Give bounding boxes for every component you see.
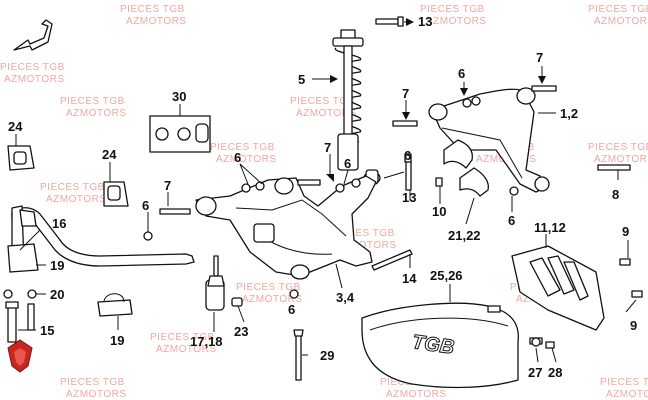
shock-top-bolt [375,16,404,27]
part-label: 11,12 [534,220,566,235]
watermark-text: AZMOTORS [426,16,486,27]
leader-lines [15,18,637,363]
skid-plate-logo: TGB [411,331,456,359]
watermark-text: AZMOTORS [336,240,396,251]
lower-a-arm [195,175,377,280]
bushing-kit [149,115,211,153]
watermark-text: PIECES TGB [420,4,485,15]
part-labels: 13 5 6 7 7 1,2 30 24 24 6 7 6 7 6 8 13 1… [8,14,637,380]
watermark-text: AZMOTORS [66,389,126,400]
stabilizer-link [205,255,225,311]
watermark-text: PIECES TGB [330,228,395,239]
part-label: 7 [402,86,409,101]
part-label: 21,22 [448,228,481,243]
part-label: 16 [52,216,66,231]
stabilizer-bushings [7,145,133,317]
part-label: 5 [298,72,305,87]
azmotors-logo-icon [7,339,33,373]
part-label: 10 [432,204,446,219]
part-label: 14 [402,271,417,286]
shock-absorber [332,29,381,185]
watermark-text: PIECES TGB [0,62,65,73]
watermark-text: AZMOTORS [386,389,446,400]
watermark-text: PIECES TGB [120,4,185,15]
part-label: 7 [324,140,331,155]
upper-arm-bolts [392,85,631,196]
part-label: 7 [164,178,171,193]
part-label: 20 [50,287,64,302]
watermark-text: AZMOTORS [156,344,216,355]
part-label: 6 [404,148,411,163]
watermark-text: AZMOTORS [4,74,64,85]
small-fasteners [3,289,304,381]
part-label: 25,26 [430,268,463,283]
upper-a-arm [428,87,550,193]
watermark-text: PIECES TGB [290,96,355,107]
part-label: 6 [288,302,295,317]
side-guard [511,245,643,331]
part-label: 29 [320,348,334,363]
watermark-text: AZMOTORS [242,294,302,305]
watermark-text: AZMOTORS [594,16,648,27]
part-label: 3,4 [336,290,355,305]
watermark-text: PIECES TGB [588,4,648,15]
watermark-text: PIECES TGB [60,96,125,107]
watermark-text: PIECES TGB [588,142,648,153]
part-label: 9 [622,224,629,239]
watermark-text: AZMOTORS [594,154,648,165]
part-label: 17,18 [190,334,223,349]
watermark-text: AZMOTORS [606,389,648,400]
watermark-text: AZMOTORS [66,108,126,119]
part-label: 24 [102,147,117,162]
part-label: 27 [528,365,542,380]
watermark-text: PIECES TGB [236,282,301,293]
watermark-text: PIECES TGB [60,377,125,388]
part-label: 6 [458,66,465,81]
part-label: 9 [630,318,637,333]
watermark-text: AZMOTORS [46,194,106,205]
cable-brackets [404,139,490,197]
part-label: 24 [8,119,23,134]
watermark-text: PIECES TGB [40,182,105,193]
part-label: 6 [508,213,515,228]
watermark-text: PIECES TGB [150,332,215,343]
stabilizer-bar [11,205,195,267]
part-label: 15 [40,323,54,338]
part-label: 8 [612,187,619,202]
watermark-text: PIECES TGB [600,377,648,388]
lower-arm-bolts [143,161,413,299]
part-label: 19 [110,333,124,348]
watermark-text: AZMOTORS [296,108,356,119]
skid-plate: TGB [361,302,555,389]
part-label: 7 [536,50,543,65]
watermark-text: AZMOTORS [126,16,186,27]
watermark-text: PIECES TGB [210,142,275,153]
part-label: 1,2 [560,106,578,121]
watermark-text: AZMOTORS [216,154,276,165]
part-label: 6 [344,156,351,171]
direction-arrow-icon [13,19,53,51]
part-label: 28 [548,365,562,380]
part-label: 13 [418,14,432,29]
part-label: 6 [234,150,241,165]
part-label: 13 [402,190,416,205]
part-label: 19 [50,258,64,273]
part-label: 30 [172,89,186,104]
part-label: 6 [142,198,149,213]
part-label: 23 [234,324,248,339]
